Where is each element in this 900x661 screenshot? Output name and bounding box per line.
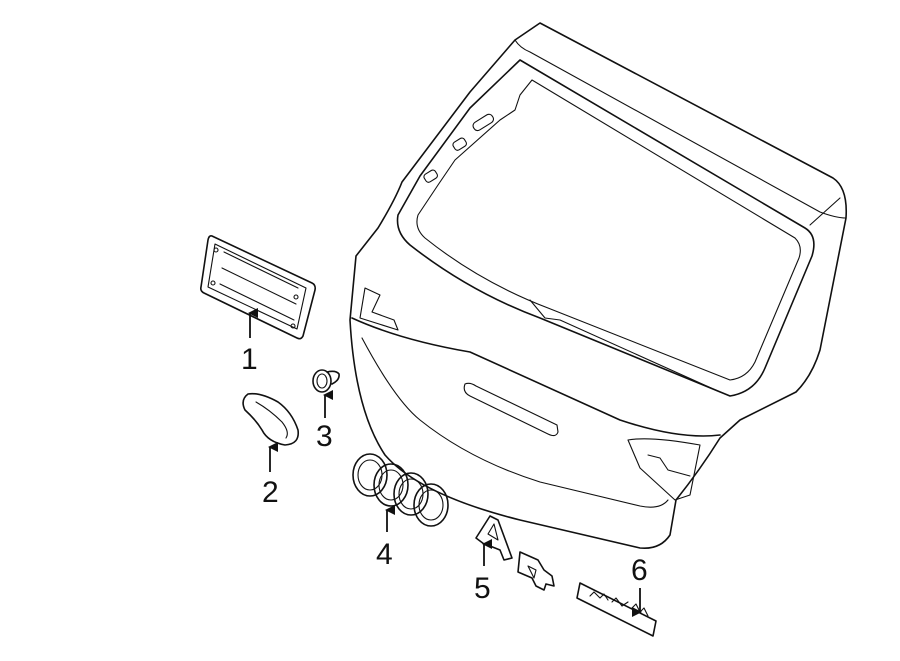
plate-slot-1: [223, 251, 299, 289]
ring-4-inner: [418, 489, 444, 521]
rings-emblem: [352, 453, 449, 527]
glass-bottom-seam: [529, 299, 721, 393]
callout-6: 6: [631, 554, 648, 587]
ring-1-outer: [352, 453, 388, 497]
callout-4: 4: [376, 538, 393, 571]
callout-3: 3: [316, 420, 333, 453]
callout-labels: 1 2 3 4 5 6: [241, 343, 648, 605]
plate-hole-1: [213, 247, 219, 253]
lower-panel-inner: [361, 337, 669, 508]
glass-slot-2: [452, 137, 468, 151]
glass-inner: [416, 79, 801, 381]
plate-hole-4: [290, 323, 296, 329]
plug-grommet: [312, 369, 340, 393]
right-recess-detail: [647, 454, 691, 477]
callout-2: 2: [262, 476, 279, 509]
glass-slot-1: [472, 113, 495, 132]
model-badge-4-inner: [527, 565, 537, 579]
right-recess: [627, 438, 701, 501]
plug-body: [312, 369, 332, 393]
license-plate-bracket: [200, 235, 316, 340]
lower-panel: [351, 317, 721, 437]
model-badge-a-inner: [487, 523, 499, 541]
spoiler-step: [809, 197, 841, 226]
nameplate: [576, 582, 657, 637]
plug-stem: [326, 370, 340, 385]
callout-1: 1: [241, 343, 258, 376]
license-light-slot: [463, 382, 559, 437]
license-plate-bracket-outline: [200, 235, 316, 340]
ring-3-outer: [393, 472, 429, 516]
handle-cover-outline: [242, 392, 300, 446]
left-recess: [359, 287, 399, 331]
ring-1-inner: [357, 459, 383, 491]
nameplate-outline: [576, 582, 657, 637]
glass-slot-3: [423, 169, 439, 183]
handle-cover: [242, 392, 300, 446]
plug-face: [316, 373, 328, 389]
ring-2-inner: [378, 469, 404, 501]
license-plate-bracket-inner: [207, 243, 307, 330]
plate-slot-2: [221, 267, 297, 305]
liftgate-outer-outline: [349, 22, 848, 550]
handle-cover-inner: [255, 401, 288, 439]
callout-5: 5: [474, 572, 491, 605]
plate-slot-3: [219, 283, 295, 321]
callout-arrows: [248, 308, 642, 617]
liftgate-drawing: [349, 22, 848, 550]
plate-hole-2: [210, 280, 216, 286]
glass-frame-outer: [396, 59, 815, 397]
ring-4-outer: [413, 483, 449, 527]
model-badge-digit-4: [517, 551, 555, 591]
spoiler-edge: [514, 39, 847, 219]
plate-hole-3: [293, 294, 299, 300]
